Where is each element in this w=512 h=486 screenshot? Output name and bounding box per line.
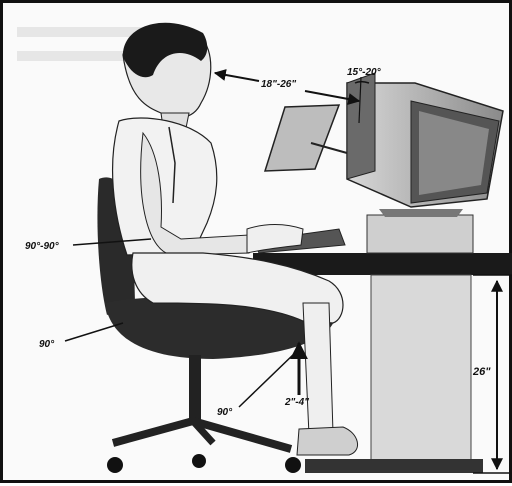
desk-height-label: 26" [472,366,491,378]
computer-monitor [347,73,503,253]
eye-distance-label: 18"-26" [261,79,296,90]
elbow-angle-label: 90°-90° [25,241,60,252]
hip-angle-label: 90° [39,339,55,350]
knee-angle-label: 90° [217,407,233,418]
diagram-canvas: 18"-26" 15°-20° 90°-90° 90° 90° 2"-4" 26… [3,3,512,486]
hip-angle-pointer [65,323,123,341]
document-holder [265,105,347,171]
seat-clearance-label: 2"-4" [284,397,309,408]
screen-tilt-label: 15°-20° [347,67,382,78]
